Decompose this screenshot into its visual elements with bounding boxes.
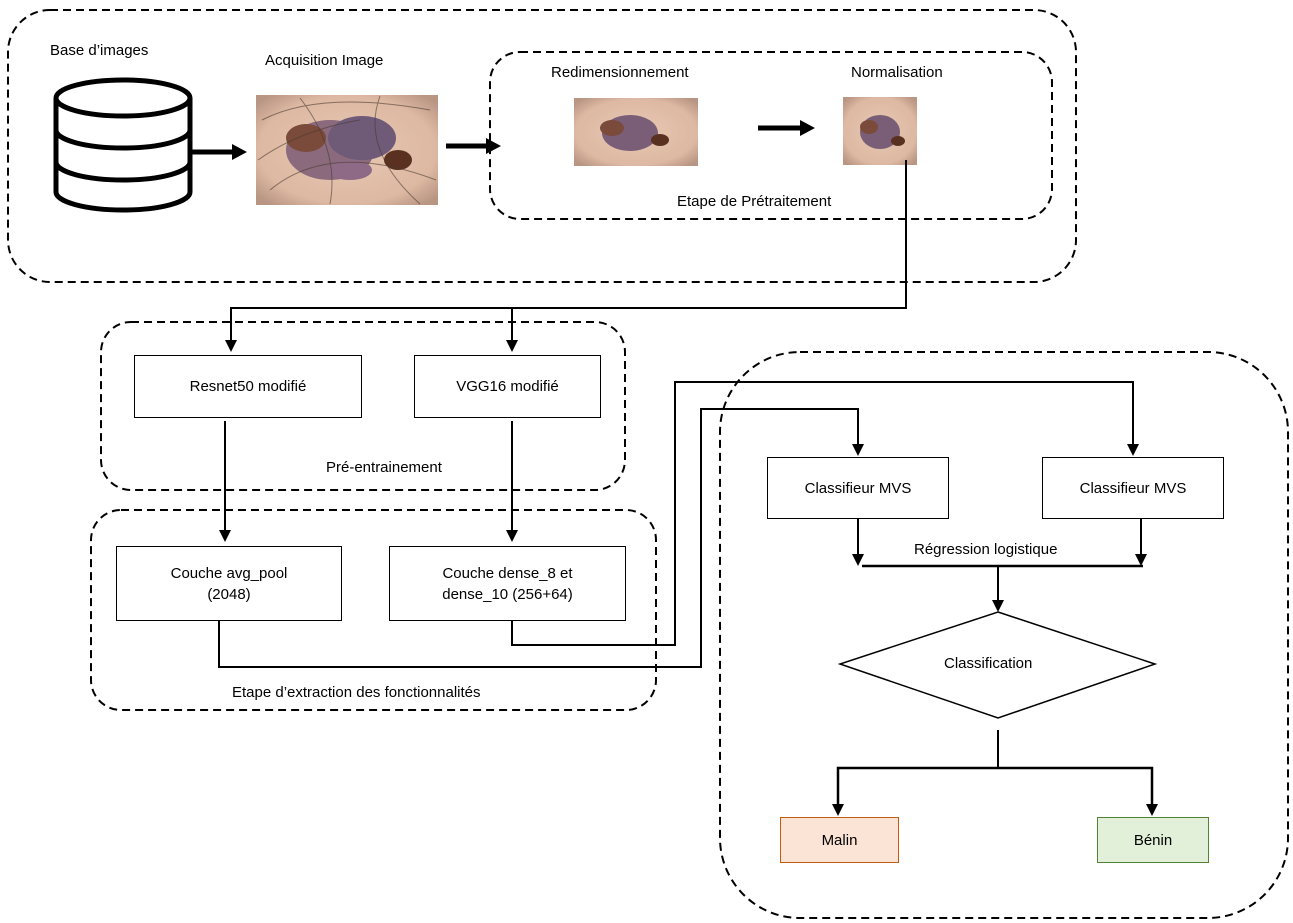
- arrowhead: [219, 530, 231, 542]
- preprocessing-group-frame: [489, 51, 1053, 220]
- avgpool-line1: Couche avg_pool: [170, 564, 288, 582]
- connector-decision-to-outputs: [836, 730, 1154, 808]
- pretraining-group-label: Pré-entrainement: [326, 459, 442, 476]
- classification-diamond: [837, 611, 1158, 719]
- arrowhead: [852, 554, 864, 566]
- resize-label: Redimensionnement: [551, 64, 689, 81]
- database-label: Base d’images: [50, 42, 149, 59]
- decision-label: Classification: [944, 655, 1033, 672]
- normalize-label: Normalisation: [851, 64, 943, 81]
- benign-box: Bénin: [1097, 817, 1209, 863]
- benign-label: Bénin: [1133, 831, 1173, 849]
- arrowhead: [992, 600, 1004, 612]
- acquisition-image: [256, 95, 438, 205]
- logreg-label: Régression logistique: [914, 541, 1058, 558]
- extraction-group-frame: [90, 509, 657, 711]
- dense-line1: Couche dense_8 et: [442, 564, 573, 582]
- arrowhead: [832, 804, 844, 816]
- arrowhead: [506, 530, 518, 542]
- malignant-label: Malin: [821, 831, 858, 849]
- acquisition-group-frame: [7, 9, 1077, 283]
- arrowhead: [506, 340, 518, 352]
- connector-normalize-to-models: [230, 160, 907, 345]
- resnet-box: Resnet50 modifié: [134, 355, 362, 418]
- database-icon: [53, 77, 193, 213]
- resnet-label: Resnet50 modifié: [189, 378, 307, 395]
- arrowhead: [1146, 804, 1158, 816]
- resized-image: [574, 98, 698, 166]
- classification-group-frame: [719, 351, 1289, 919]
- arrowhead: [1127, 444, 1139, 456]
- svm2-box: Classifieur MVS: [1042, 457, 1224, 519]
- acquisition-label: Acquisition Image: [265, 52, 384, 69]
- avgpool-box: Couche avg_pool (2048): [116, 546, 342, 621]
- connector-features-to-classifiers: [218, 381, 1134, 668]
- svm1-label: Classifieur MVS: [804, 479, 912, 497]
- pretraining-group-frame: [100, 321, 626, 491]
- arrowhead: [800, 120, 815, 136]
- normalized-image: [843, 97, 917, 165]
- dense-line2: dense_10 (256+64): [442, 585, 573, 603]
- vgg-box: VGG16 modifié: [414, 355, 601, 418]
- arrowhead: [852, 444, 864, 456]
- svm1-box: Classifieur MVS: [767, 457, 949, 519]
- preprocessing-group-label: Etape de Prétraitement: [677, 193, 832, 210]
- arrowhead: [1135, 554, 1147, 566]
- avgpool-line2: (2048): [207, 585, 251, 603]
- arrowhead: [232, 144, 247, 160]
- svm2-label: Classifieur MVS: [1079, 479, 1187, 497]
- vgg-label: VGG16 modifié: [456, 378, 559, 395]
- connector-classifiers-to-regression: [857, 518, 1143, 603]
- malignant-box: Malin: [780, 817, 899, 863]
- arrowhead: [486, 138, 501, 154]
- dense-box: Couche dense_8 et dense_10 (256+64): [389, 546, 626, 621]
- extraction-group-label: Etape d’extraction des fonctionnalités: [232, 684, 481, 701]
- arrowhead: [225, 340, 237, 352]
